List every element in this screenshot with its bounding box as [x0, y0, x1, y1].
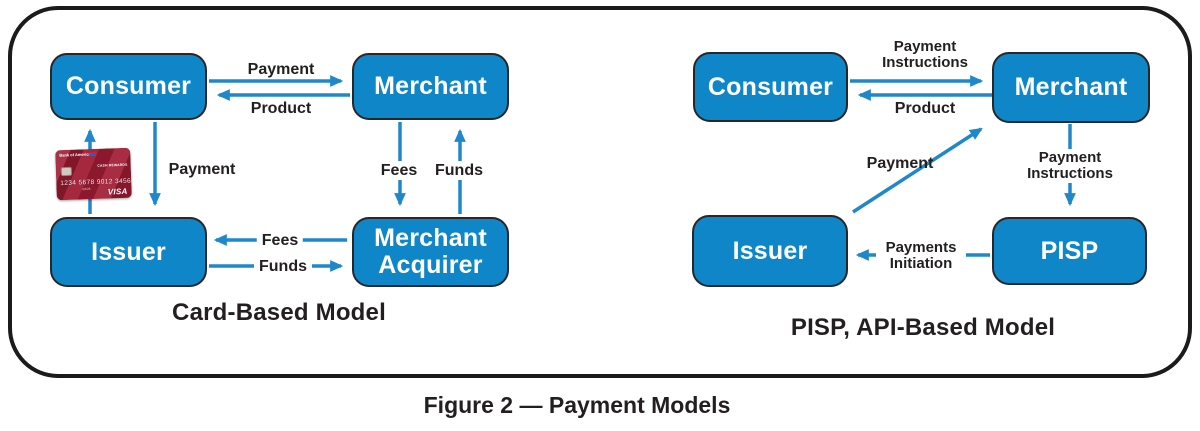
edge-label-payments-initiation: Payments Initiation [876, 239, 966, 273]
card-expiry: 08/26 [82, 187, 91, 191]
node-issuer-pisp-model: Issuer [692, 215, 848, 287]
edge-label-fees-vertical: Fees [375, 161, 423, 180]
bank-flag-icon [88, 151, 97, 157]
node-consumer-pisp-model: Consumer [693, 52, 848, 122]
edge-label-fees-horizontal: Fees [256, 231, 304, 250]
card-chip-icon [60, 166, 73, 177]
node-merchant-pisp-model: Merchant [992, 52, 1150, 123]
edge-label-payment-top: Payment [247, 61, 315, 78]
node-consumer-card-model: Consumer [50, 53, 207, 120]
pisp-model-title: PISP, API-Based Model [790, 314, 1056, 341]
edge-label-payment-vertical: Payment [168, 161, 236, 178]
figure-caption: Figure 2 — Payment Models [423, 392, 731, 418]
node-pisp: PISP [992, 217, 1147, 285]
node-merchant-card-model: Merchant [352, 53, 509, 120]
edge-label-product-pisp: Product [894, 100, 956, 117]
node-merchant-acquirer: Merchant Acquirer [352, 217, 509, 287]
card-model-title: Card-Based Model [172, 299, 386, 326]
edge-label-funds-vertical: Funds [430, 161, 488, 180]
edge-label-payment-instructions-top: Payment Instructions [882, 38, 968, 71]
card-product-name: CASH REWARDS [97, 162, 128, 168]
edge-label-funds-horizontal: Funds [254, 257, 312, 276]
card-number: 1234 5678 9012 3456 [60, 177, 132, 188]
edge-label-payment-diagonal: Payment [866, 155, 934, 172]
arrow-payment-issuer-to-merchant-diagonal [852, 127, 983, 214]
visa-logo: VISA [107, 186, 128, 197]
node-issuer-card-model: Issuer [50, 217, 207, 287]
edge-label-product: Product [250, 100, 312, 117]
edge-label-payment-instructions-vertical: Payment Instructions [1015, 149, 1125, 183]
card-bank-name: Bank of America [59, 152, 91, 158]
credit-card-image: Bank of America CASH REWARDS 1234 5678 9… [55, 147, 132, 201]
